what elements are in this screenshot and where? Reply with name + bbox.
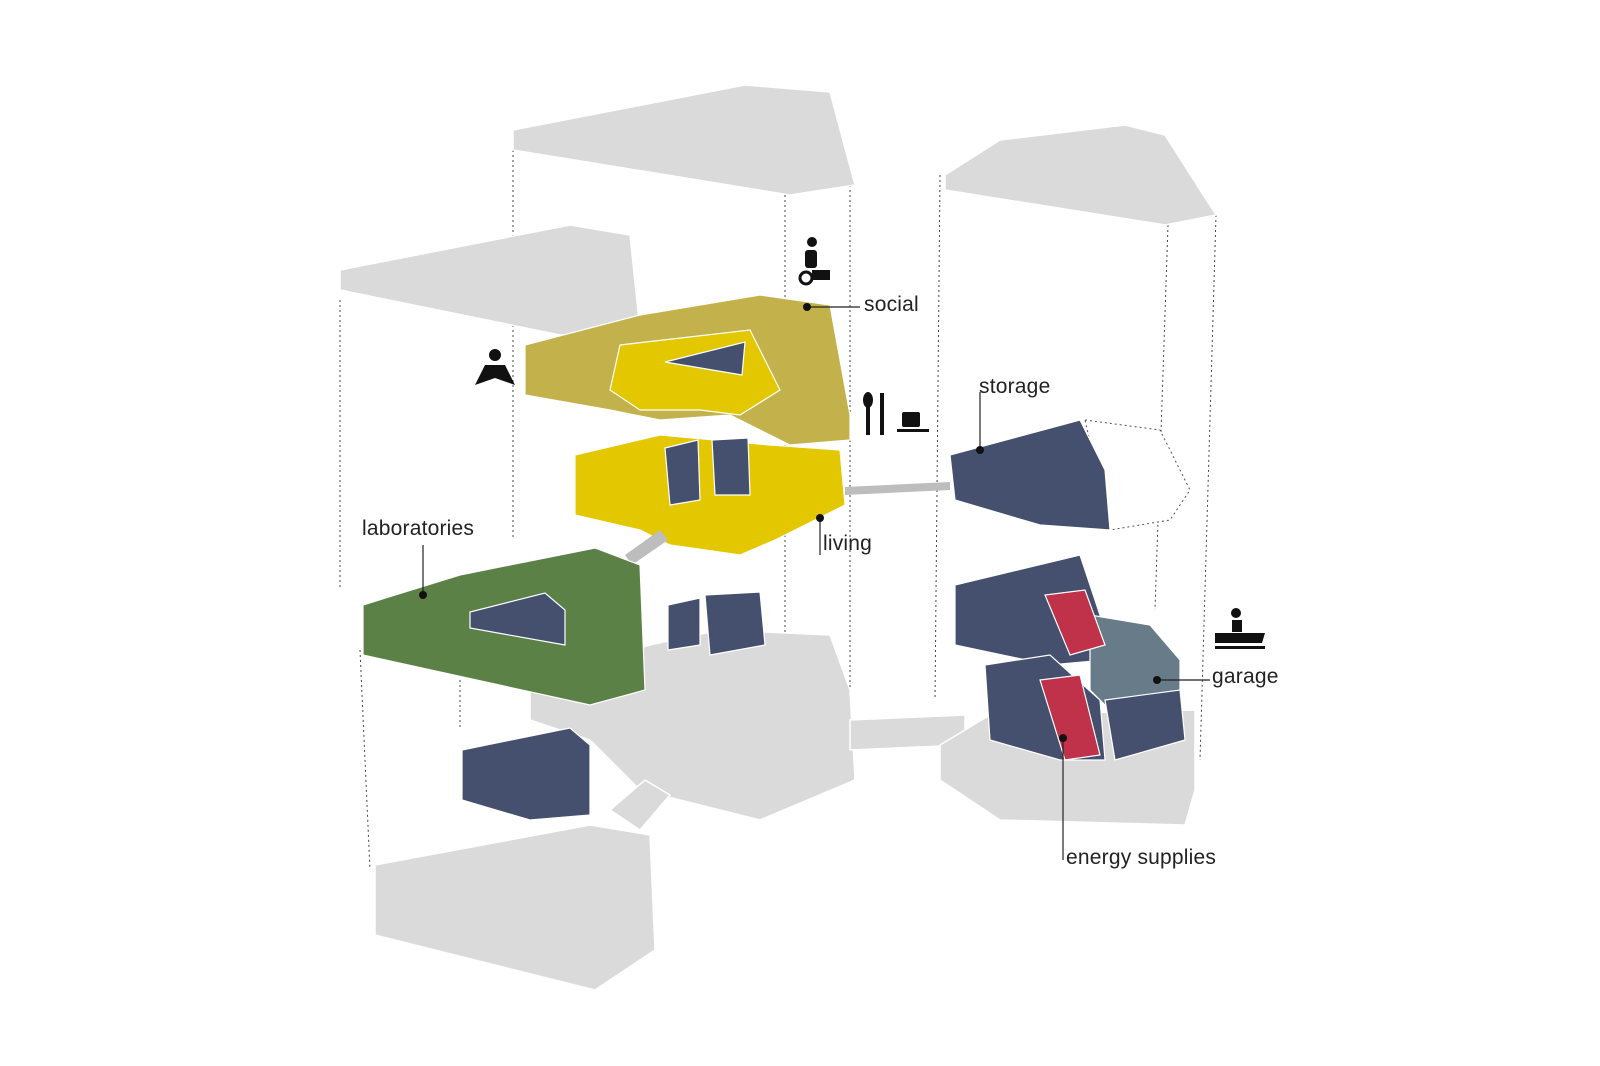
label-living: living (823, 532, 873, 555)
storage-floor (949, 419, 1191, 531)
lab-link (625, 530, 668, 565)
leader-lines (419, 303, 1210, 860)
social-floor (524, 294, 851, 446)
roof-left (339, 224, 641, 336)
snowmobile-icon (1215, 608, 1265, 649)
label-garage: garage (1212, 665, 1279, 688)
garage-energy-block (954, 554, 1186, 761)
coffee-cup-icon (897, 412, 929, 432)
label-storage: storage (979, 375, 1051, 398)
exercise-bike-icon (798, 237, 830, 286)
label-social: social (864, 293, 919, 316)
roof-top-right (944, 124, 1218, 226)
laboratories-floor (362, 547, 646, 706)
living-floor (574, 434, 846, 556)
service-block-center-2 (704, 591, 766, 656)
base-bottom-left (374, 824, 656, 991)
label-laboratories: laboratories (362, 517, 475, 540)
connector-bottom (608, 779, 672, 831)
service-block-lower-left (461, 727, 591, 821)
service-block-center (667, 597, 701, 651)
living-bridge (845, 482, 950, 495)
reading-person-icon (475, 349, 515, 385)
roof-top-center (512, 84, 856, 196)
fork-spoon-icon (863, 392, 884, 435)
label-energy-supplies: energy supplies (1066, 846, 1217, 869)
